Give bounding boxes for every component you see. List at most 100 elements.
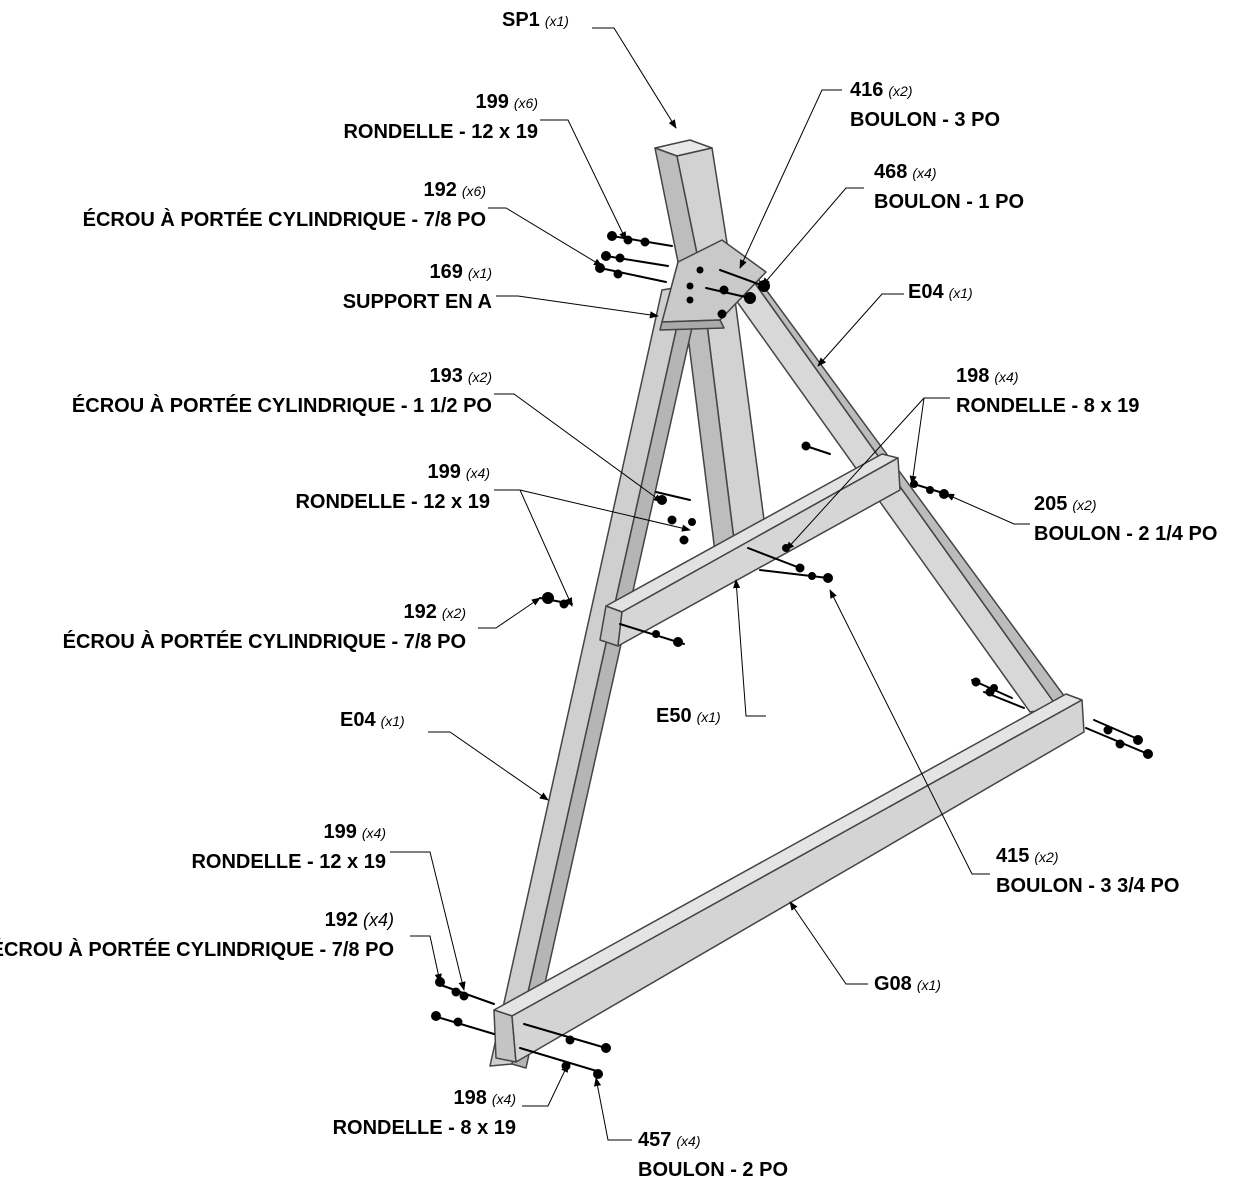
callout-205: 205(x2) BOULON - 2 1/4 PO (1034, 494, 1217, 544)
callout-198-right: 198(x4) RONDELLE - 8 x 19 (956, 366, 1139, 416)
part-g08 (493, 693, 1085, 1063)
part-number: 192 (403, 601, 437, 623)
part-number: 169 (429, 261, 463, 283)
part-number: 199 (427, 461, 461, 483)
callout-192-top: 192(x6) ÉCROU À PORTÉE CYLINDRIQUE - 7/8… (10, 180, 486, 230)
callout-198-low: 198(x4) RONDELLE - 8 x 19 (300, 1088, 516, 1138)
leader-199-low (390, 851, 466, 991)
leader-457 (594, 1077, 632, 1141)
callout-e04-right: E04(x1) (908, 282, 973, 302)
part-quantity: (x1) (544, 13, 569, 29)
part-quantity: (x2) (1072, 497, 1097, 513)
part-quantity: (x4) (994, 369, 1019, 385)
part-number: E50 (656, 705, 692, 727)
part-description: ÉCROU À PORTÉE CYLINDRIQUE - 7/8 PO (62, 631, 466, 653)
part-description: RONDELLE - 8 x 19 (332, 1117, 516, 1139)
callout-sp1: SP1(x1) (502, 10, 569, 30)
callout-g08: G08(x1) (874, 974, 941, 994)
leader-193 (494, 393, 663, 503)
leader-e04-left (428, 731, 549, 801)
leader-198-low (522, 1063, 569, 1107)
callout-192-mid: 192(x2) ÉCROU À PORTÉE CYLINDRIQUE - 7/8… (4, 602, 466, 652)
part-number: E04 (340, 709, 376, 731)
part-description: SUPPORT EN A (342, 291, 492, 313)
part-number: 198 (956, 365, 990, 387)
part-number: 199 (323, 821, 357, 843)
part-quantity: (x6) (461, 183, 486, 199)
leader-192-low (410, 935, 442, 983)
part-quantity: (x2) (467, 369, 492, 385)
part-description: ÉCROU À PORTÉE CYLINDRIQUE - 1 1/2 PO (71, 395, 492, 417)
hardware-top-left (595, 231, 673, 283)
part-number: SP1 (502, 9, 540, 31)
part-quantity: (x1) (916, 977, 941, 993)
part-quantity: (x2) (441, 605, 466, 621)
part-description: RONDELLE - 12 x 19 (191, 851, 386, 873)
callout-193: 193(x2) ÉCROU À PORTÉE CYLINDRIQUE - 1 1… (4, 366, 492, 416)
part-quantity: (x4) (361, 825, 386, 841)
callout-415: 415(x2) BOULON - 3 3/4 PO (996, 846, 1179, 896)
callout-199-top: 199(x6) RONDELLE - 12 x 19 (200, 92, 538, 142)
leader-415 (829, 589, 990, 875)
part-quantity: (x1) (696, 709, 721, 725)
part-number: 199 (475, 91, 509, 113)
part-description: BOULON - 1 PO (874, 191, 1025, 213)
part-quantity: (x2) (1034, 849, 1059, 865)
callout-457: 457(x4) BOULON - 2 PO (638, 1130, 788, 1180)
part-number: 192 (324, 909, 358, 931)
part-quantity: (x1) (467, 265, 492, 281)
leader-198-right-b (785, 397, 925, 551)
callout-e50: E50(x1) (656, 706, 721, 726)
part-quantity: (x6) (513, 95, 538, 111)
hardware-bottom-right (971, 677, 1153, 759)
part-number: 468 (874, 161, 908, 183)
part-number: E04 (908, 281, 944, 303)
part-number: G08 (874, 973, 912, 995)
part-quantity: (x2) (888, 83, 913, 99)
leader-205 (945, 493, 1030, 525)
part-description: RONDELLE - 12 x 19 (295, 491, 490, 513)
leader-199-mid-b (519, 489, 691, 532)
part-description: RONDELLE - 8 x 19 (956, 395, 1140, 417)
leader-468 (761, 187, 864, 287)
callout-169: 169(x1) SUPPORT EN A (240, 262, 492, 312)
leader-g08 (789, 901, 868, 985)
leader-169 (496, 295, 659, 319)
part-number: 205 (1034, 493, 1068, 515)
part-sp1 (654, 139, 769, 561)
callout-199-mid: 199(x4) RONDELLE - 12 x 19 (200, 462, 490, 512)
part-quantity: (x4) (491, 1091, 516, 1107)
callout-416: 416(x2) BOULON - 3 PO (850, 80, 1000, 130)
callout-192-low: 192(x4) ÉCROU À PORTÉE CYLINDRIQUE - 7/8… (0, 910, 394, 960)
part-number: 193 (429, 365, 463, 387)
leader-198-right-a (909, 397, 950, 485)
part-description: BOULON - 2 PO (638, 1159, 789, 1181)
part-description: RONDELLE - 12 x 19 (343, 121, 538, 143)
part-quantity: (x1) (948, 285, 973, 301)
part-description: ÉCROU À PORTÉE CYLINDRIQUE - 7/8 PO (82, 209, 486, 231)
part-number: 192 (423, 179, 457, 201)
part-number: 416 (850, 79, 884, 101)
part-quantity: (x1) (380, 713, 405, 729)
part-description: BOULON - 3 3/4 PO (996, 875, 1180, 897)
leader-e50 (733, 579, 766, 717)
callout-468: 468(x4) BOULON - 1 PO (874, 162, 1024, 212)
part-description: BOULON - 2 1/4 PO (1034, 523, 1218, 545)
leader-192-mid (478, 597, 541, 629)
part-quantity: (x4) (465, 465, 490, 481)
part-quantity: (x4) (676, 1133, 701, 1149)
part-number: 457 (638, 1129, 672, 1151)
leader-e04-right (817, 293, 904, 367)
callout-199-low: 199(x4) RONDELLE - 12 x 19 (150, 822, 386, 872)
part-description: BOULON - 3 PO (850, 109, 1001, 131)
leader-192-top (488, 207, 603, 267)
part-description: ÉCROU À PORTÉE CYLINDRIQUE - 7/8 PO (0, 939, 394, 961)
part-number: 198 (453, 1087, 487, 1109)
leader-sp1 (592, 27, 677, 129)
callout-e04-left: E04(x1) (340, 710, 405, 730)
part-number: 415 (996, 845, 1030, 867)
leader-416 (739, 89, 842, 269)
part-quantity: (x4) (912, 165, 937, 181)
part-quantity: (x4) (363, 910, 394, 930)
